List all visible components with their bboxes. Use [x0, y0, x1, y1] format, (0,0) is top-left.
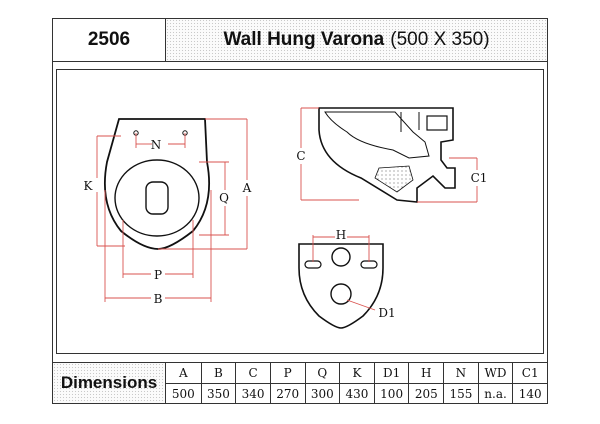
side-inlet — [426, 115, 448, 131]
label-q: Q — [219, 191, 229, 205]
col-header: P — [269, 363, 305, 383]
dim-q — [199, 161, 229, 236]
value-cell: 100 — [373, 383, 409, 403]
bowl-rim — [114, 159, 200, 237]
mount-slot-right — [360, 260, 378, 269]
dimensions-title: Dimensions — [53, 363, 166, 403]
back-view: H D1 — [298, 228, 396, 329]
label-c1: C1 — [471, 171, 488, 185]
mount-slot-left — [304, 260, 322, 269]
drain-hole — [330, 283, 352, 305]
header-bar: 2506 Wall Hung Varona (500 X 350) — [52, 18, 548, 62]
side-outline — [318, 107, 456, 203]
label-b: B — [154, 292, 163, 306]
value-cell: 205 — [408, 383, 444, 403]
side-water-seal — [374, 165, 414, 193]
col-header: N — [443, 363, 478, 383]
product-code: 2506 — [53, 19, 166, 61]
value-cell: 300 — [304, 383, 340, 403]
value-cell: 340 — [235, 383, 270, 403]
col-header: WD — [477, 363, 513, 383]
label-c: C — [296, 149, 305, 163]
dimensions-table: Dimensions A B C P Q K D1 H N WD C1 500 … — [52, 362, 548, 404]
value-cell: n.a. — [477, 383, 513, 403]
col-header: C1 — [512, 363, 547, 383]
value-cell: 155 — [443, 383, 478, 403]
col-header: H — [408, 363, 444, 383]
dim-b — [104, 190, 212, 302]
technical-drawing: N K Q A P — [56, 69, 544, 354]
inlet-hole — [331, 247, 351, 267]
label-a: A — [242, 181, 252, 195]
drain-outlet — [145, 181, 169, 215]
drawing-svg: N K Q A P — [84, 107, 488, 329]
value-cell: 350 — [200, 383, 236, 403]
back-outline — [298, 243, 384, 329]
side-inner-bowl — [324, 111, 430, 159]
side-view: C C1 — [296, 107, 488, 203]
dim-k — [96, 135, 125, 247]
dim-c1 — [417, 157, 478, 203]
col-header: Q — [304, 363, 340, 383]
product-title: Wall Hung Varona (500 X 350) — [166, 19, 547, 61]
value-cell: 140 — [512, 383, 547, 403]
dim-h — [312, 235, 370, 262]
dimensions-grid: A B C P Q K D1 H N WD C1 500 350 340 270… — [166, 363, 547, 403]
label-n: N — [151, 138, 162, 152]
label-d1: D1 — [378, 306, 395, 320]
label-p: P — [154, 268, 162, 282]
col-header: K — [339, 363, 374, 383]
value-cell: 430 — [339, 383, 374, 403]
dim-d1 — [346, 299, 376, 311]
col-header: A — [166, 363, 201, 383]
value-cell: 500 — [166, 383, 201, 403]
product-size: (500 X 350) — [390, 29, 490, 50]
col-header: D1 — [373, 363, 409, 383]
label-h: H — [336, 228, 346, 242]
col-header: C — [235, 363, 270, 383]
dim-n — [135, 133, 186, 148]
col-header: B — [200, 363, 236, 383]
dim-p — [122, 220, 194, 278]
label-k: K — [84, 179, 94, 193]
top-view: N K Q A P — [84, 118, 252, 306]
value-cell: 270 — [269, 383, 305, 403]
dim-c — [300, 107, 359, 201]
dim-a — [158, 118, 248, 250]
product-name: Wall Hung Varona — [223, 29, 385, 50]
